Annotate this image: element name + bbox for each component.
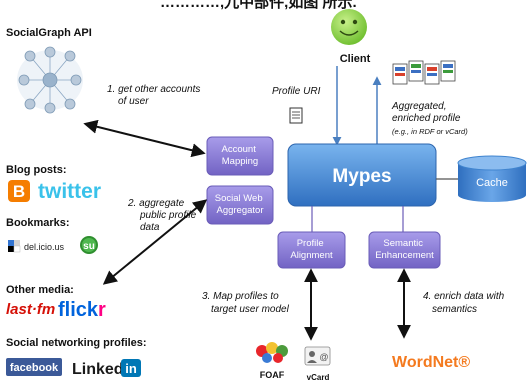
blog-posts-label: Blog posts:	[6, 164, 67, 176]
svg-text:B: B	[13, 182, 25, 201]
aggregated-label: Aggregated, enriched profile	[391, 101, 461, 124]
svg-text:in: in	[125, 361, 137, 376]
arrow-socialgraph-account-mapping	[83, 119, 206, 158]
cache-cylinder: Cache	[457, 155, 527, 202]
vcard-icon: @ vCard	[304, 346, 331, 382]
lastfm-logo: last·fm	[6, 301, 55, 318]
wordnet-logo: WordNet®	[392, 354, 470, 371]
account-mapping-box: Account Mapping	[206, 136, 274, 176]
profile-uri-label: Profile URI	[272, 86, 321, 97]
profile-documents-icon	[392, 60, 456, 85]
svg-text:Social Web Aggregator: Social Web Aggregator	[215, 193, 266, 216]
smiley-face-icon	[331, 9, 367, 45]
svg-text:Profile Alignment: Profile Alignment	[290, 238, 333, 261]
socialgraph-api-label: SocialGraph API	[6, 27, 92, 39]
svg-text:su: su	[83, 241, 95, 252]
mypes-label: Mypes	[332, 166, 391, 187]
client-label: Client	[340, 53, 371, 65]
socialgraph-network-icon	[17, 46, 83, 114]
semantic-enhancement-box: Semantic Enhancement	[368, 231, 441, 269]
step1-annotation: 1. get other accounts of user	[107, 84, 203, 107]
svg-text:facebook: facebook	[10, 362, 59, 374]
profile-alignment-box: Profile Alignment	[277, 231, 346, 269]
top-cutoff-text: …………,九中部件,如图 所示.	[160, 0, 357, 11]
facebook-logo: facebook	[6, 358, 62, 376]
aggregated-note: (e.g., in RDF or vCard)	[392, 127, 468, 136]
arrow-sources-aggregator	[102, 199, 208, 285]
cache-label: Cache	[476, 177, 508, 189]
flickr-logo: flickr	[58, 299, 106, 321]
step3-annotation: 3. Map profiles to target user model	[202, 291, 290, 315]
blogger-icon: B	[8, 180, 30, 202]
vcard-label: vCard	[307, 373, 330, 382]
step2-annotation: 2. aggregate public profile data	[127, 198, 199, 233]
social-web-aggregator-box: Social Web Aggregator	[206, 185, 274, 225]
stumbleupon-icon: su	[80, 236, 98, 254]
linkedin-logo: Linked in	[72, 359, 141, 378]
other-media-label: Other media:	[6, 284, 74, 296]
foaf-label: FOAF	[260, 370, 285, 380]
twitter-logo: twitter	[38, 180, 101, 203]
mypes-core-box: Mypes	[287, 143, 437, 207]
delicious-icon	[8, 240, 21, 253]
svg-text:@: @	[319, 352, 328, 362]
svg-text:Semantic Enhancement: Semantic Enhancement	[375, 238, 434, 261]
svg-text:Linked: Linked	[72, 361, 124, 378]
social-networking-label: Social networking profiles:	[6, 337, 147, 349]
delicious-logo: del.icio.us	[24, 242, 65, 252]
bookmarks-label: Bookmarks:	[6, 217, 70, 229]
svg-text:Account Mapping: Account Mapping	[222, 144, 259, 167]
foaf-logo-icon: FOAF	[256, 342, 288, 380]
step4-annotation: 4. enrich data with semantics	[423, 291, 507, 315]
document-icon	[289, 107, 303, 124]
